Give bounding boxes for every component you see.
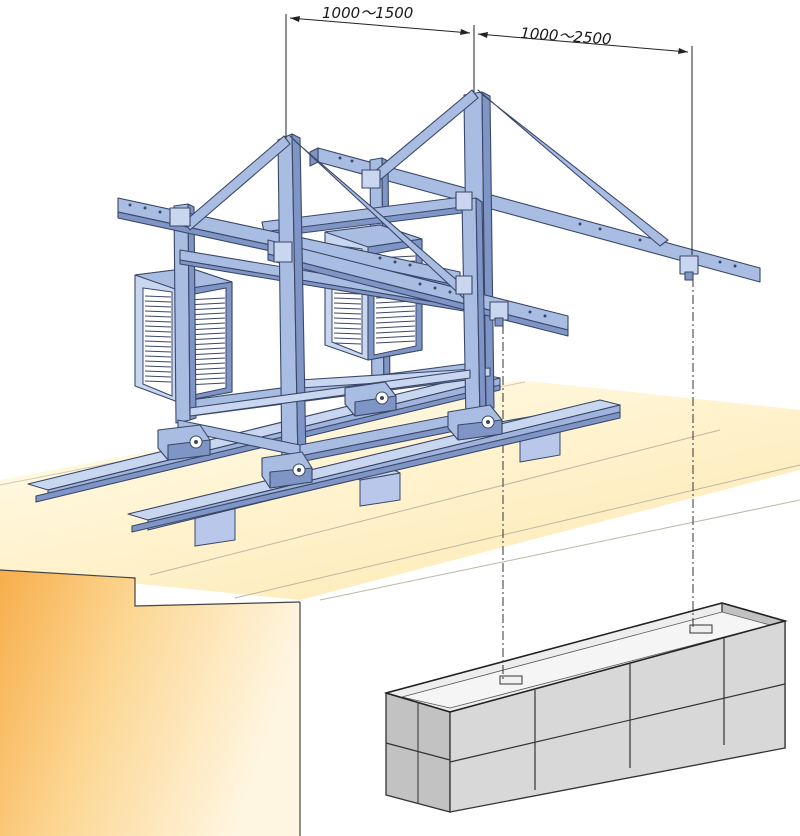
- louver-slat: [375, 340, 416, 344]
- louver-slat: [144, 350, 172, 353]
- louver-slat: [144, 320, 172, 323]
- trolley-left: [157, 424, 211, 461]
- louver-slat: [333, 302, 362, 305]
- louver-slat: [375, 335, 416, 339]
- louver-slat: [375, 325, 416, 329]
- louver-slat: [333, 307, 362, 310]
- louver-slat: [144, 355, 172, 358]
- louver-slat: [144, 305, 172, 308]
- louver-slat: [375, 305, 416, 309]
- louver-slat: [333, 317, 362, 320]
- louver-slat: [333, 342, 362, 345]
- louver-slat: [144, 330, 172, 333]
- formwork-box: [383, 602, 788, 813]
- beam-holes-lower: [418, 282, 547, 318]
- louver-slat: [144, 360, 172, 363]
- trolley-wheels: [157, 381, 503, 489]
- louver-slat: [144, 300, 172, 303]
- louver-slat: [375, 315, 416, 319]
- louver-slat: [144, 375, 172, 378]
- louver-slat: [333, 312, 362, 315]
- louver-slat: [144, 310, 172, 313]
- dimension-label-back: 1000～2500: [520, 24, 612, 48]
- louver-slat: [144, 340, 172, 343]
- louver-slat: [333, 297, 362, 300]
- hanger-clamp-front: [489, 301, 509, 327]
- louver-slat: [144, 335, 172, 338]
- louver-slat: [144, 325, 172, 328]
- louver-slat: [144, 380, 172, 383]
- louver-slat: [375, 320, 416, 324]
- trolley-right: [447, 404, 503, 441]
- dimension-label-front: 1000～1500: [322, 4, 413, 22]
- hanger-clamp-back: [679, 255, 699, 281]
- trolley-back: [344, 381, 397, 417]
- louver-slat: [144, 315, 172, 318]
- beam-holes-front: [128, 203, 412, 267]
- louver-slat: [375, 330, 416, 334]
- louver-slat: [144, 295, 172, 298]
- louver-slat: [375, 310, 416, 314]
- louver-slat: [333, 332, 362, 335]
- beam-holes-back: [338, 156, 737, 268]
- louver-slat: [144, 345, 172, 348]
- louver-slat: [333, 322, 362, 325]
- louver-slat: [144, 370, 172, 373]
- louver-slat: [144, 365, 172, 368]
- plumb-lines: [502, 278, 694, 680]
- louver-slat: [333, 292, 362, 295]
- gantry-front-frame: [117, 133, 699, 467]
- louver-slat: [333, 337, 362, 340]
- trolley-front: [261, 451, 313, 489]
- louver-slat: [333, 327, 362, 330]
